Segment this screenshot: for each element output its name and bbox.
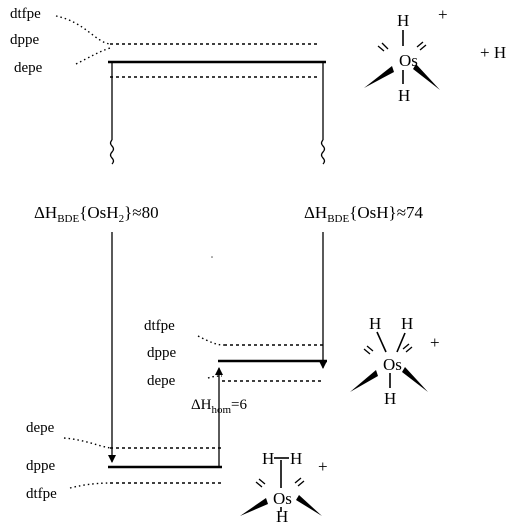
mid-h-lower: H: [384, 389, 396, 408]
bot-ligand-dtfpe: dtfpe: [26, 486, 57, 502]
bottom-os-complex: H H Os H +: [240, 449, 328, 524]
mid-ligand-dppe: dppe: [147, 345, 177, 361]
bot-dtfpe-leader: [69, 482, 111, 489]
mid-bond-left: [376, 331, 387, 353]
mid-hash-left: [363, 345, 374, 355]
top-dtfpe-leader: [55, 15, 111, 45]
top-charge: +: [438, 5, 448, 24]
bde-right-label: ΔHBDE{OsH}≈74: [304, 203, 424, 225]
mid-wedge-right: [402, 367, 428, 392]
top-wedge-left: [364, 66, 394, 88]
bot-charge: +: [318, 457, 328, 476]
top-os-atom: Os: [399, 51, 418, 70]
bot-depe-leader: [63, 437, 111, 449]
mid-ligand-depe: depe: [147, 373, 176, 389]
mid-hash-right: [402, 343, 413, 353]
bot-h-right: H: [290, 449, 302, 468]
stray-dot: [211, 256, 213, 258]
middle-os-complex: H H Os H +: [350, 314, 440, 408]
top-wedge-right: [413, 64, 440, 90]
bot-hash-right: [294, 477, 305, 487]
top-coproduct: + H: [480, 43, 506, 62]
bot-h-left: H: [262, 449, 274, 468]
bot-wedge-right: [296, 495, 322, 516]
mid-charge: +: [430, 333, 440, 352]
top-hash-left: [377, 42, 389, 52]
bottom-level-group: depe dppe dtfpe H H Os H +: [26, 420, 328, 524]
mid-os-atom: Os: [383, 355, 402, 374]
middle-level-group: dtfpe dppe depe H H Os H +: [144, 314, 440, 408]
top-ligand-depe: depe: [14, 60, 43, 76]
bde-left-label: ΔHBDE{OsH2}≈80: [34, 203, 159, 225]
bot-os-atom: Os: [273, 489, 292, 508]
delta-hom-label: ΔHhom=6: [191, 397, 248, 416]
mid-ligand-dtfpe: dtfpe: [144, 318, 175, 334]
bot-h-lower: H: [276, 507, 288, 524]
mid-depe-leader: [207, 375, 223, 379]
top-depe-leader: [75, 47, 111, 65]
bot-wedge-left: [240, 498, 268, 516]
bot-hash-left: [255, 478, 266, 488]
top-os-complex: H Os H +: [364, 5, 448, 105]
top-ligand-dtfpe: dtfpe: [10, 6, 41, 22]
mid-h-left: H: [369, 314, 381, 333]
mid-bond-right: [396, 332, 406, 353]
top-level-group: dtfpe dppe depe H Os H + + H: [10, 5, 506, 105]
bot-ligand-depe: depe: [26, 420, 55, 436]
mid-h-right: H: [401, 314, 413, 333]
top-h-upper: H: [397, 11, 409, 30]
top-ligand-dppe: dppe: [10, 32, 40, 48]
mid-wedge-left: [350, 370, 378, 392]
top-hash-right: [416, 41, 427, 51]
bot-ligand-dppe: dppe: [26, 458, 56, 474]
top-h-lower: H: [398, 86, 410, 105]
mid-dtfpe-leader: [197, 335, 225, 346]
left-bde-arrow: [108, 62, 116, 463]
